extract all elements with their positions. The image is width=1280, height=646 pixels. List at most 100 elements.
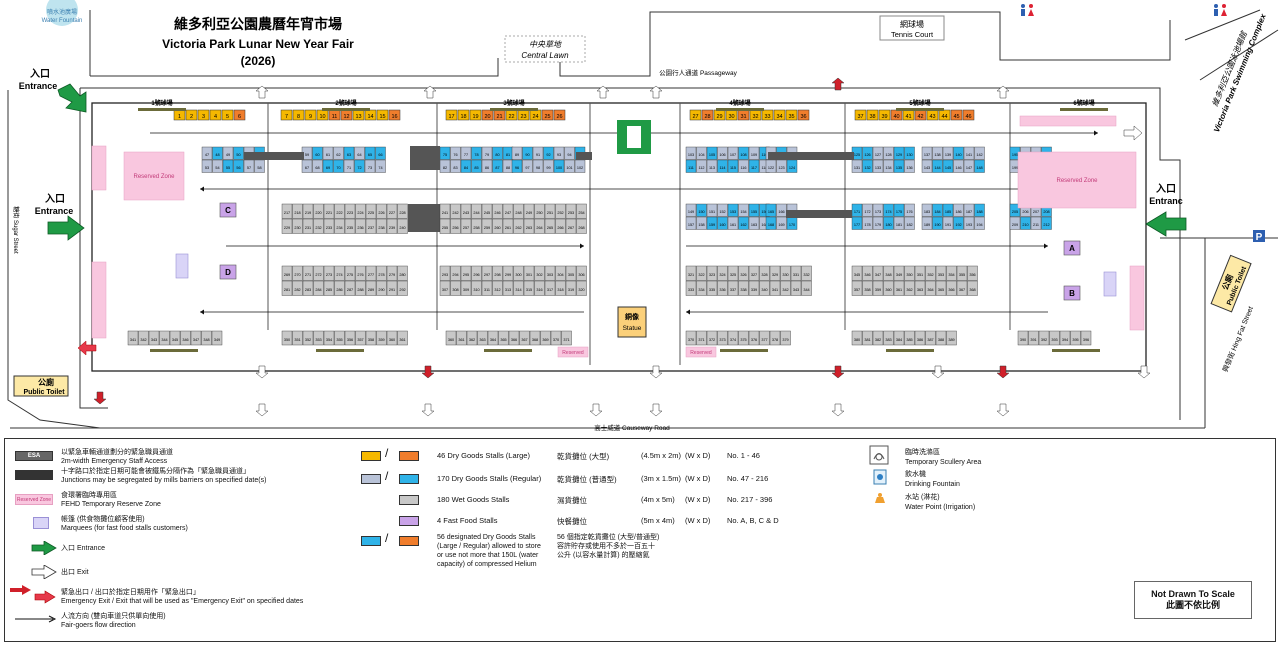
stall-wet[interactable] [544, 218, 556, 234]
stall-regular[interactable] [942, 203, 954, 217]
stall-large[interactable] [553, 109, 566, 121]
stall-regular[interactable] [932, 146, 943, 160]
stall-large[interactable] [185, 109, 198, 121]
stall-wet[interactable] [460, 265, 472, 281]
stall-wet[interactable] [376, 265, 387, 281]
stall-regular[interactable] [471, 159, 482, 173]
stall-regular[interactable] [364, 159, 376, 173]
stall-regular[interactable] [201, 159, 213, 173]
stall-wet[interactable] [302, 330, 314, 346]
stall-wet[interactable] [313, 280, 324, 296]
stall-regular[interactable] [738, 159, 749, 173]
stall-wet[interactable] [967, 265, 978, 281]
stall-wet[interactable] [344, 265, 356, 281]
stall-wet[interactable] [790, 280, 802, 296]
stall-wet[interactable] [334, 203, 345, 219]
stall-wet[interactable] [344, 203, 356, 219]
stall-regular[interactable] [953, 146, 964, 160]
entrance-top-left[interactable]: 入口 Entrance [19, 68, 87, 113]
stall-large[interactable] [445, 109, 458, 121]
stall-wet[interactable] [759, 330, 770, 346]
stall-regular[interactable] [322, 146, 334, 160]
stall-wet[interactable] [456, 330, 467, 346]
stall-wet[interactable] [519, 330, 530, 346]
exit-arrow-icon[interactable] [255, 403, 269, 417]
stall-wet[interactable] [292, 265, 303, 281]
stall-regular[interactable] [450, 146, 461, 160]
stall-wet[interactable] [397, 280, 408, 296]
stall-wet[interactable] [946, 265, 957, 281]
stall-wet[interactable] [565, 265, 577, 281]
stall-wet[interactable] [862, 280, 873, 296]
stall-wet[interactable] [862, 265, 873, 281]
stall-wet[interactable] [323, 330, 335, 346]
stall-wet[interactable] [544, 265, 556, 281]
stall-wet[interactable] [717, 330, 728, 346]
exit-arrow-icon[interactable] [996, 85, 1010, 99]
stall-wet[interactable] [544, 280, 556, 296]
stall-regular[interactable] [322, 159, 334, 173]
stall-regular[interactable] [872, 159, 884, 173]
exit-arrow-icon[interactable] [649, 365, 663, 379]
stall-regular[interactable] [511, 146, 523, 160]
fast-food-stall[interactable] [219, 202, 237, 218]
stall-wet[interactable] [302, 280, 314, 296]
stall-wet[interactable] [935, 330, 947, 346]
stall-wet[interactable] [893, 265, 905, 281]
stall-large[interactable] [689, 109, 702, 121]
stall-wet[interactable] [376, 330, 387, 346]
stall-regular[interactable] [862, 203, 873, 217]
stall-wet[interactable] [450, 280, 461, 296]
stall-wet[interactable] [439, 203, 451, 219]
stall-wet[interactable] [487, 330, 499, 346]
stall-wet[interactable] [397, 218, 408, 234]
stall-regular[interactable] [963, 203, 975, 217]
stall-wet[interactable] [851, 265, 863, 281]
stall-regular[interactable] [460, 146, 472, 160]
stall-wet[interactable] [1049, 330, 1060, 346]
stall-wet[interactable] [801, 280, 812, 296]
stall-wet[interactable] [211, 330, 223, 346]
stall-wet[interactable] [302, 203, 314, 219]
stall-wet[interactable] [914, 280, 926, 296]
stall-large[interactable] [233, 109, 246, 121]
exit-arrow-icon[interactable] [255, 365, 269, 379]
stall-wet[interactable] [513, 265, 524, 281]
stall-regular[interactable] [685, 203, 697, 217]
stall-wet[interactable] [477, 330, 488, 346]
stall-wet[interactable] [386, 330, 398, 346]
stall-wet[interactable] [281, 265, 293, 281]
stall-wet[interactable] [914, 265, 926, 281]
stall-wet[interactable] [498, 330, 509, 346]
stall-wet[interactable] [717, 280, 728, 296]
stall-wet[interactable] [513, 218, 524, 234]
stall-wet[interactable] [323, 280, 335, 296]
stall-wet[interactable] [397, 330, 408, 346]
stall-regular[interactable] [1041, 216, 1052, 230]
stall-wet[interactable] [502, 218, 514, 234]
stall-wet[interactable] [893, 280, 905, 296]
stall-wet[interactable] [769, 280, 781, 296]
stall-regular[interactable] [776, 216, 787, 230]
exit-arrow-icon[interactable] [421, 403, 435, 417]
stall-large[interactable] [457, 109, 470, 121]
stall-large[interactable] [481, 109, 494, 121]
stall-wet[interactable] [460, 280, 472, 296]
stall-wet[interactable] [471, 203, 482, 219]
stall-regular[interactable] [883, 146, 894, 160]
stall-wet[interactable] [439, 265, 451, 281]
stall-wet[interactable] [281, 330, 293, 346]
stall-wet[interactable] [914, 330, 926, 346]
stall-wet[interactable] [302, 218, 314, 234]
stall-wet[interactable] [872, 330, 884, 346]
stall-wet[interactable] [925, 330, 936, 346]
exit-arrow-icon[interactable] [649, 85, 663, 99]
stall-regular[interactable] [481, 146, 493, 160]
stall-wet[interactable] [696, 330, 707, 346]
stall-wet[interactable] [502, 203, 514, 219]
stall-regular[interactable] [862, 159, 873, 173]
stall-regular[interactable] [851, 216, 863, 230]
stall-regular[interactable] [696, 159, 707, 173]
stall-wet[interactable] [883, 280, 894, 296]
stall-regular[interactable] [727, 216, 739, 230]
